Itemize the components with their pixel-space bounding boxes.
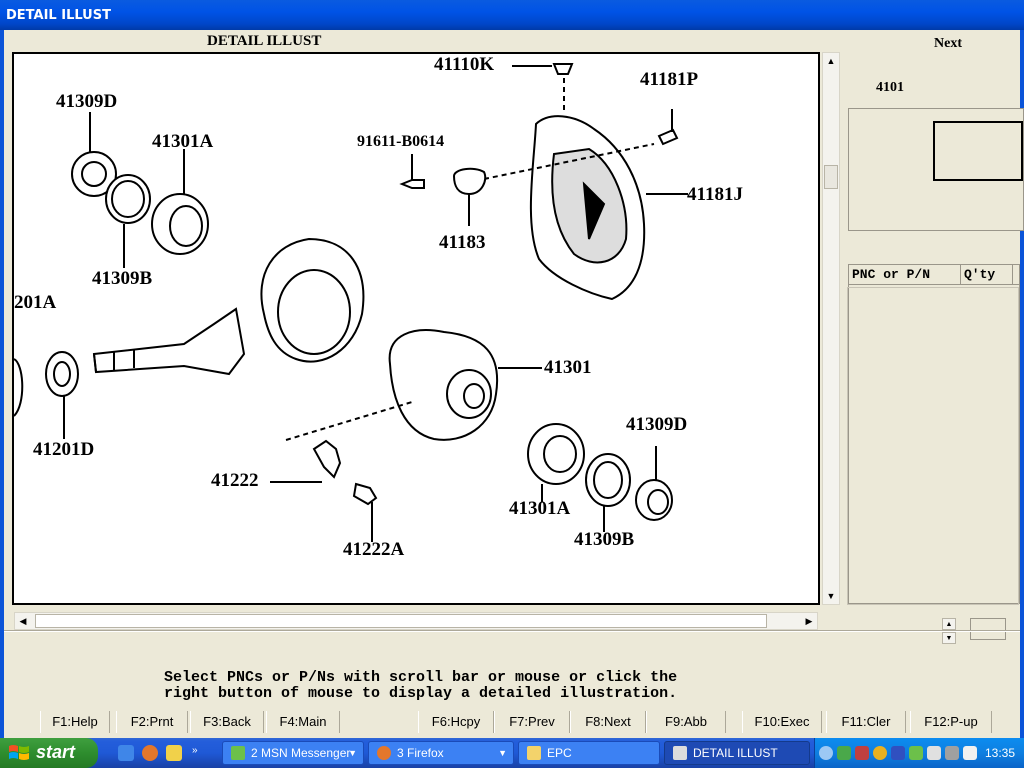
more-quicklaunch-icon[interactable]: »: [192, 745, 198, 756]
horizontal-scroll-thumb[interactable]: [35, 614, 767, 628]
scroll-down-icon[interactable]: ▼: [826, 591, 836, 601]
task-label: 2 MSN Messenger: [251, 746, 351, 760]
f9-abbreviation-button[interactable]: F9:Abb: [646, 711, 726, 733]
main-window: DETAIL ILLUST Next 4101: [0, 30, 1024, 738]
divider: [4, 630, 1020, 632]
status-message-line2: right button of mouse to display a detai…: [164, 685, 678, 702]
tray-expand-icon[interactable]: [819, 746, 833, 760]
pnc-callout[interactable]: 41309D: [56, 91, 118, 112]
viewport-indicator[interactable]: [933, 121, 1023, 181]
pnc-callout[interactable]: 91611-B0614: [357, 133, 445, 150]
scroll-right-icon[interactable]: ▶: [805, 616, 813, 626]
f3-back-button[interactable]: F3:Back: [190, 711, 264, 733]
f11-clear-button[interactable]: F11:Cler: [826, 711, 906, 733]
scroll-up-icon[interactable]: ▲: [826, 56, 836, 66]
task-detail-illust[interactable]: DETAIL ILLUST: [664, 741, 810, 765]
task-firefox[interactable]: 3 Firefox ▼: [368, 741, 514, 765]
network-icon[interactable]: [837, 746, 851, 760]
media-icon[interactable]: [166, 745, 182, 761]
pnc-callout[interactable]: 41110K: [434, 54, 495, 75]
task-label: 3 Firefox: [397, 746, 444, 760]
f10-exec-button[interactable]: F10:Exec: [742, 711, 822, 733]
page-value-box[interactable]: [970, 618, 1006, 640]
pnc-list-header: PNC or P/N Q'ty: [849, 265, 1019, 285]
status-message-line1: Select PNCs or P/Ns with scroll bar or m…: [164, 669, 678, 686]
spinner-up-icon[interactable]: ▲: [942, 618, 956, 630]
security-icon[interactable]: [855, 746, 869, 760]
volume-icon[interactable]: [927, 746, 941, 760]
f12-popup-button[interactable]: F12:P-up: [910, 711, 992, 733]
device-icon[interactable]: [945, 746, 959, 760]
pnc-callout[interactable]: 41309B: [92, 268, 153, 289]
pnc-callout[interactable]: 41222A: [343, 539, 405, 560]
pnc-callout[interactable]: 41309D: [626, 414, 688, 435]
next-button[interactable]: Next: [934, 36, 962, 51]
column-header-qty: Q'ty: [961, 265, 1013, 284]
task-msn-messenger[interactable]: 2 MSN Messenger ▼: [222, 741, 364, 765]
pnc-callout[interactable]: 41181J: [687, 184, 743, 205]
vertical-scrollbar[interactable]: ▲ ▼: [822, 52, 840, 605]
start-button[interactable]: start: [0, 738, 98, 768]
folder-icon: [527, 746, 541, 760]
f1-help-button[interactable]: F1:Help: [40, 711, 110, 733]
pnc-callout[interactable]: 41201D: [33, 439, 95, 460]
status-message: Select PNCs or P/Ns with scroll bar or m…: [164, 670, 677, 702]
msn-icon[interactable]: [909, 746, 923, 760]
parts-drawing: [14, 63, 688, 542]
window-icon: [673, 746, 687, 760]
mail-icon[interactable]: [963, 746, 977, 760]
window-title: DETAIL ILLUST: [0, 0, 1024, 30]
task-label: EPC: [547, 746, 572, 760]
pnc-callout[interactable]: 41309B: [574, 529, 635, 550]
pnc-callout[interactable]: 41181P: [640, 69, 699, 90]
start-label: start: [36, 742, 76, 762]
ie-icon[interactable]: [118, 745, 134, 761]
pnc-callout[interactable]: 41301: [544, 357, 592, 378]
firefox-icon: [377, 746, 391, 760]
pnc-list-body[interactable]: [847, 287, 1019, 605]
overview-thumbnail[interactable]: [848, 108, 1024, 231]
vertical-scroll-thumb[interactable]: [824, 165, 838, 189]
figure-number: 4101: [876, 80, 904, 95]
f6-hardcopy-button[interactable]: F6:Hcpy: [418, 711, 494, 733]
bluetooth-icon[interactable]: [891, 746, 905, 760]
pnc-list: PNC or P/N Q'ty: [847, 264, 1020, 605]
horizontal-scrollbar[interactable]: ◀ ▶: [14, 612, 818, 630]
task-epc[interactable]: EPC: [518, 741, 660, 765]
illustration-title: DETAIL ILLUST: [207, 33, 322, 49]
scroll-left-icon[interactable]: ◀: [19, 616, 27, 626]
column-header-pnc: PNC or P/N: [849, 265, 961, 284]
f2-print-button[interactable]: F2:Prnt: [116, 711, 188, 733]
f8-next-button[interactable]: F8:Next: [570, 711, 646, 733]
task-label: DETAIL ILLUST: [693, 746, 778, 760]
windows-flag-icon: [9, 745, 29, 760]
clock: 13:35: [985, 746, 1016, 760]
chevron-down-icon: ▼: [348, 748, 357, 758]
pnc-callout[interactable]: 41222: [211, 470, 259, 491]
taskbar: start » 2 MSN Messenger ▼ 3 Firefox ▼ EP…: [0, 738, 1024, 768]
update-icon[interactable]: [873, 746, 887, 760]
illustration-canvas[interactable]: 41110K 41181P 41309D 41301A 91611-B0614 …: [12, 52, 820, 605]
msn-icon: [231, 746, 245, 760]
pnc-callout[interactable]: 41301A: [509, 498, 571, 519]
pnc-callout[interactable]: 41301A: [152, 131, 214, 152]
f4-main-button[interactable]: F4:Main: [266, 711, 340, 733]
pnc-callout[interactable]: 201A: [14, 292, 57, 313]
spinner-down-icon[interactable]: ▼: [942, 632, 956, 644]
system-tray: 13:35: [814, 738, 1024, 768]
pnc-callout[interactable]: 41183: [439, 232, 486, 253]
chevron-down-icon: ▼: [498, 748, 507, 758]
page-spinner[interactable]: ▲ ▼: [942, 618, 960, 646]
f7-prev-button[interactable]: F7:Prev: [494, 711, 570, 733]
firefox-icon[interactable]: [142, 745, 158, 761]
